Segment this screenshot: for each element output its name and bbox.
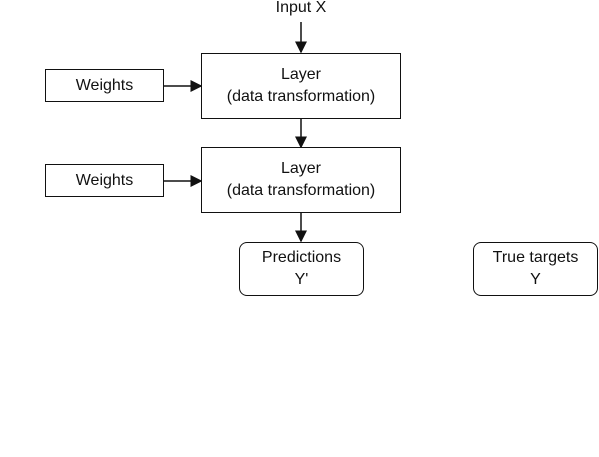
weights-label-2: Weights bbox=[75, 171, 134, 189]
weights-box-1: Weights bbox=[45, 69, 164, 102]
predictions-title: Predictions bbox=[261, 249, 342, 266]
input-x-label: Input X bbox=[275, 0, 327, 16]
layer-subtitle-2: (data transformation) bbox=[226, 182, 376, 199]
true-targets-title: True targets bbox=[492, 249, 579, 266]
layer-title-2: Layer bbox=[280, 160, 322, 177]
true-targets-symbol: Y bbox=[530, 271, 541, 288]
weights-box-2: Weights bbox=[45, 164, 164, 197]
layer-title-1: Layer bbox=[280, 66, 322, 83]
layer-box-1: Layer (data transformation) bbox=[201, 53, 401, 119]
predictions-box: Predictions Y' bbox=[239, 242, 364, 296]
layer-box-2: Layer (data transformation) bbox=[201, 147, 401, 213]
true-targets-box: True targets Y bbox=[473, 242, 598, 296]
layer-subtitle-1: (data transformation) bbox=[226, 88, 376, 105]
predictions-symbol: Y' bbox=[294, 271, 309, 288]
weights-label-1: Weights bbox=[75, 76, 134, 94]
